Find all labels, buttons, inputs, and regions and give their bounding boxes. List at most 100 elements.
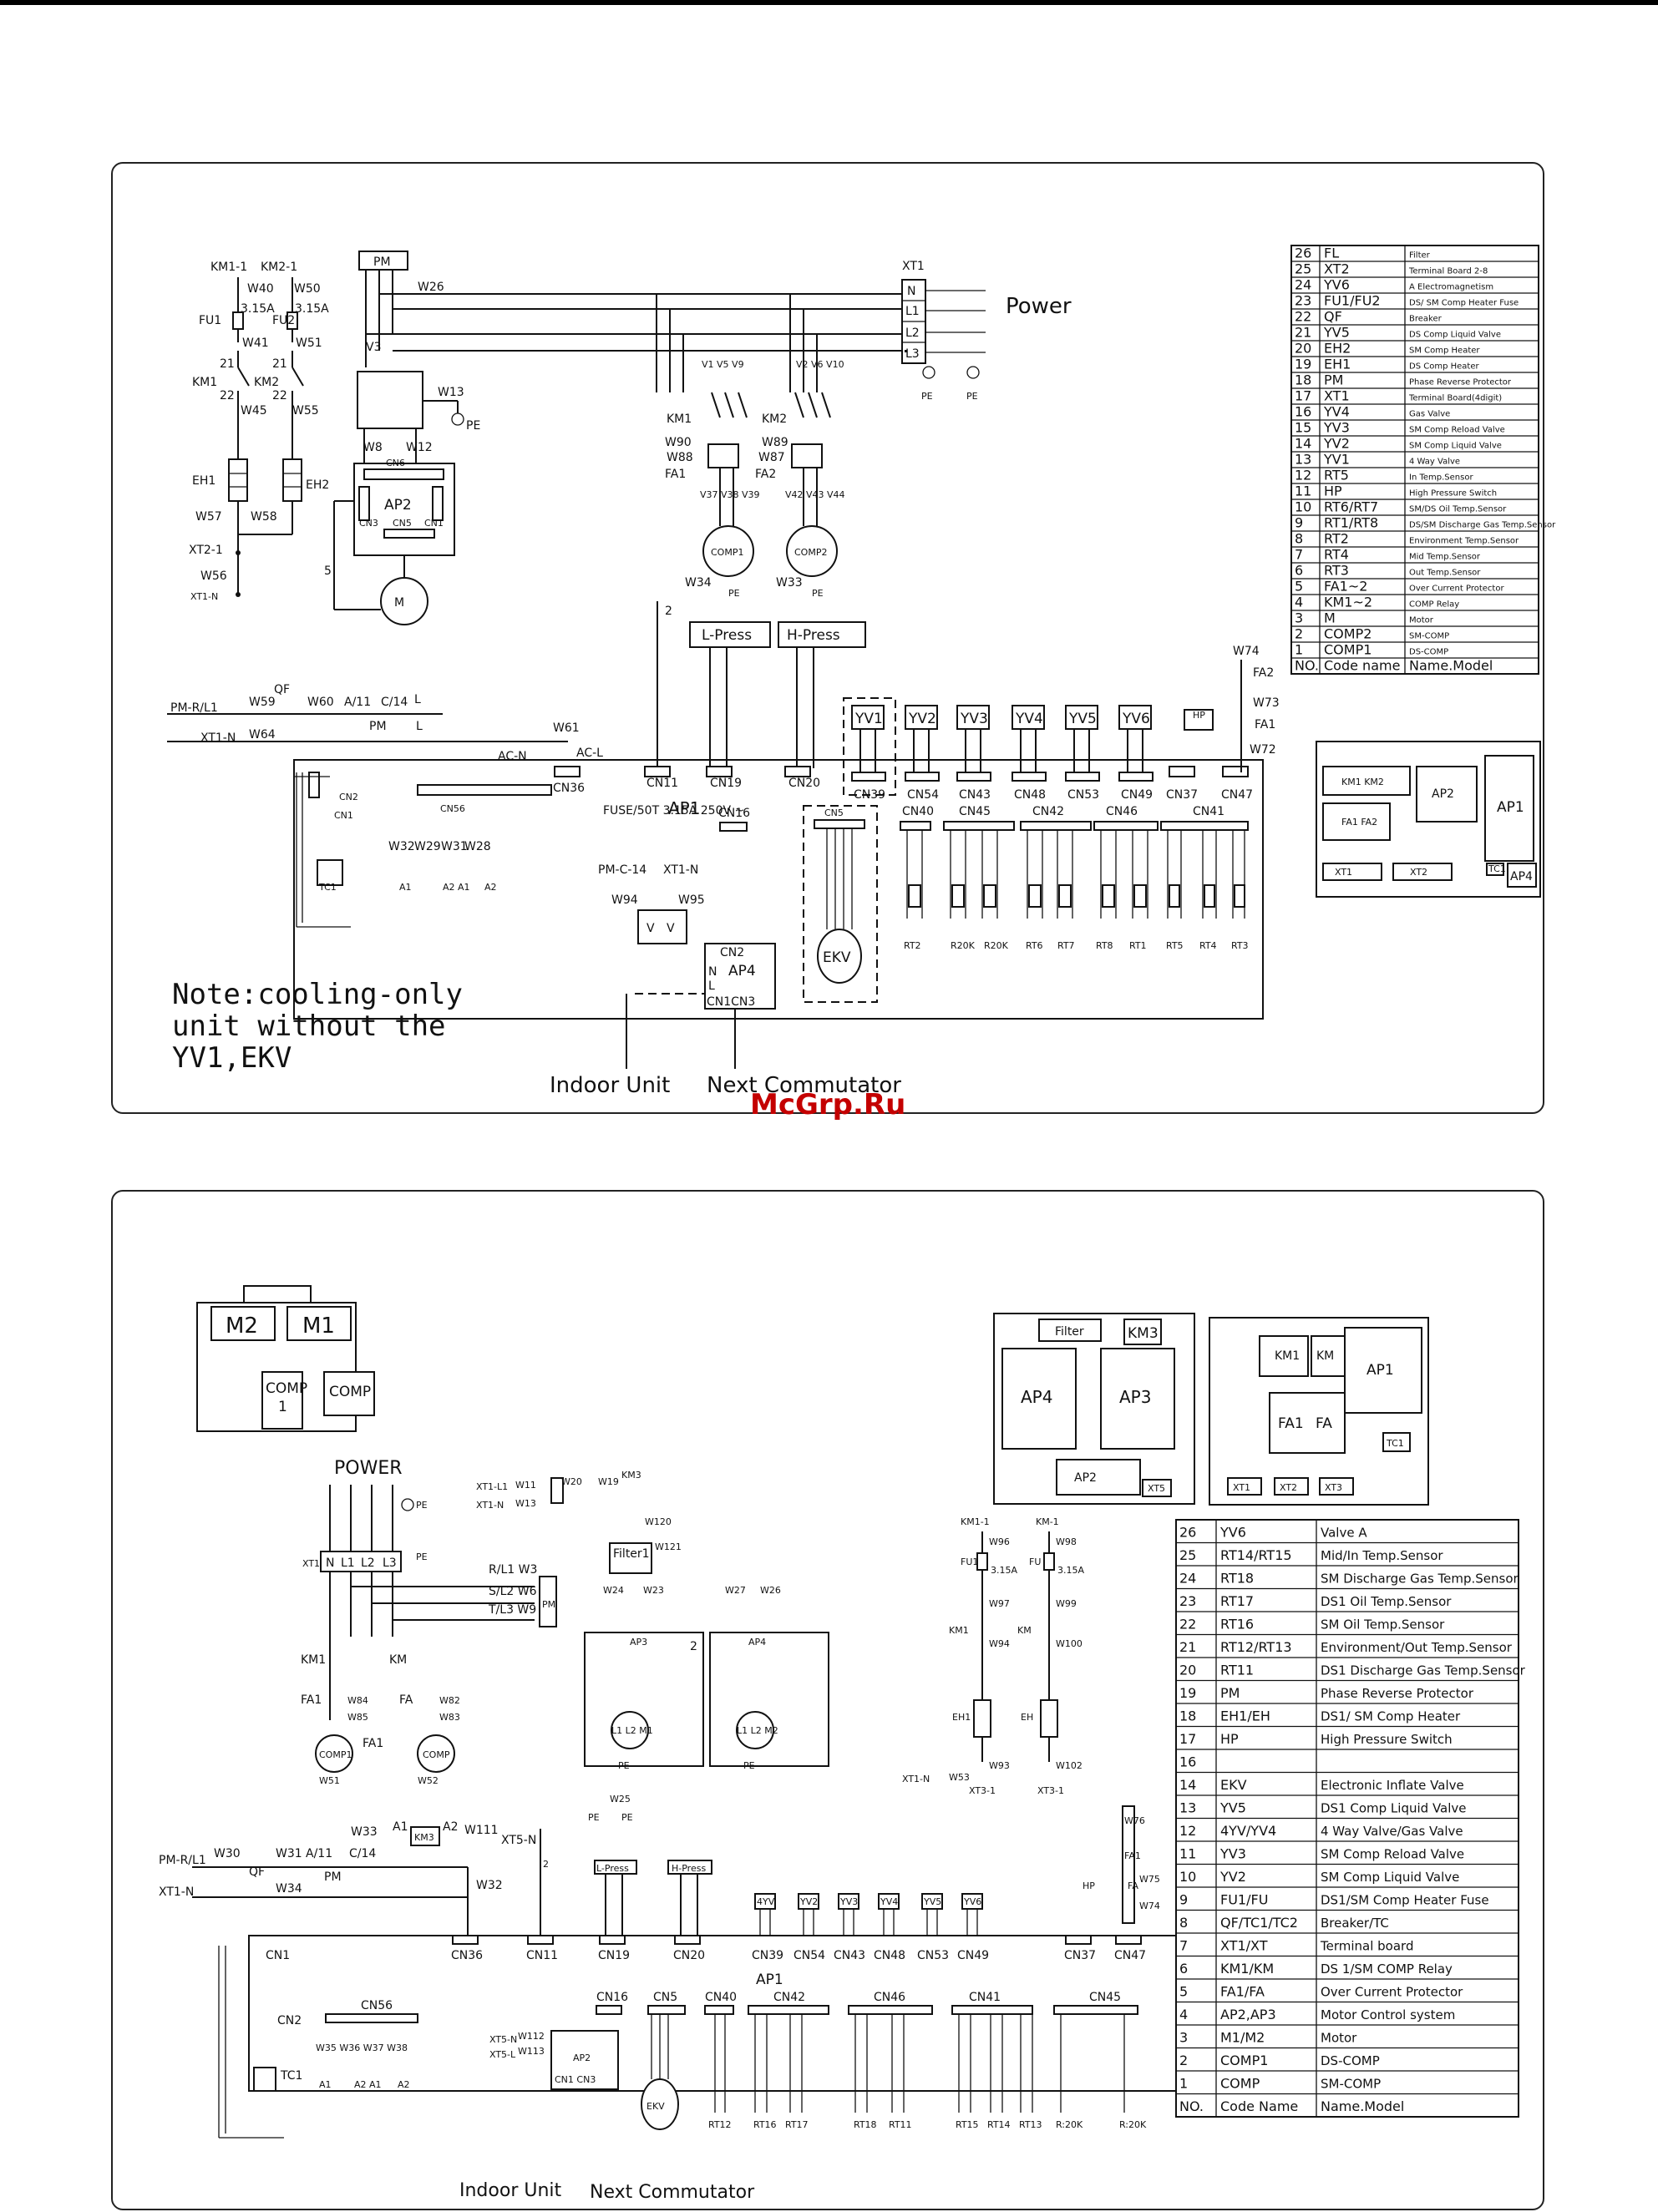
svg-text:AP4: AP4 [748,1637,766,1648]
svg-text:KM: KM [1017,1625,1032,1636]
svg-text:W24: W24 [603,1585,624,1596]
svg-text:PM: PM [369,720,387,733]
svg-text:CN36: CN36 [451,1949,483,1962]
legend1-header-1: Code name [1324,657,1400,673]
legend2-cell-19-1: KM1/KM [1220,1961,1274,1977]
legend2-cell-1-1: RT14/RT15 [1220,1547,1292,1563]
eh1-label: EH1 [192,474,215,488]
svg-text:KM1: KM1 [301,1653,326,1667]
xt5-label: XT5 [1148,1483,1165,1494]
legend1-cell-18-0: 8 [1295,530,1303,546]
svg-text:1: 1 [278,1399,287,1415]
svg-text:CN19: CN19 [598,1949,630,1962]
legend1-cell-20-0: 6 [1295,562,1303,578]
svg-text:L3: L3 [905,347,920,361]
svg-text:PE: PE [743,1760,755,1771]
legend2-cell-19-0: 6 [1179,1961,1188,1977]
svg-text:RT16: RT16 [753,2119,777,2130]
svg-text:PE: PE [812,588,824,599]
svg-text:RT12: RT12 [708,2119,732,2130]
legend1-cell-22-0: 4 [1295,594,1303,610]
svg-text:CN1: CN1 [424,518,444,529]
legend2-cell-15-1: YV2 [1219,1869,1246,1885]
l-press-label-2: L-Press [596,1863,629,1874]
svg-text:CN48: CN48 [874,1949,905,1962]
svg-text:R20K: R20K [984,940,1009,951]
svg-text:RT13: RT13 [1019,2119,1042,2130]
svg-text:W12: W12 [406,441,433,454]
legend1-cell-6-0: 20 [1295,340,1311,356]
svg-text:FU: FU [1029,1556,1041,1567]
svg-text:KM2: KM2 [254,376,279,389]
legend2-cell-2-2: SM Discharge Gas Temp.Sensor [1321,1572,1519,1587]
comp1-label: COMP1 [711,547,743,558]
svg-text:W51: W51 [319,1775,340,1786]
legend1-cell-8-1: PM [1324,372,1343,387]
svg-text:FA1: FA1 [301,1693,322,1707]
svg-text:FA2: FA2 [755,468,776,481]
svg-text:W33: W33 [776,576,803,590]
legend1-cell-0-0: 26 [1295,245,1311,261]
legend2-cell-7-2: Phase Reverse Protector [1321,1686,1474,1701]
svg-text:CN49: CN49 [1121,788,1153,802]
svg-text:W50: W50 [294,282,321,296]
component-layout-1: KM1 KM2 AP2 AP1 FA1 FA2 XT1 XT2 TC1 AP4 [1316,741,1541,898]
legend1-cell-9-0: 17 [1295,387,1311,403]
legend1-cell-14-1: RT5 [1324,467,1349,483]
legend1-cell-12-2: SM Comp Liquid Valve [1409,441,1502,450]
pressure-switches-2: L-Press H-Press [594,1860,712,1936]
note-line-2: unit without the [172,1010,446,1043]
pm-pe-label: PE [466,419,480,433]
svg-text:KM: KM [389,1653,407,1667]
svg-text:W20: W20 [561,1476,582,1487]
ap1-board: PM-R/L1 W59 QF W60 A/11 C/14 L PM L XT1-… [167,350,1264,1020]
svg-text:YV4: YV4 [880,1896,898,1907]
svg-text:PE: PE [921,391,933,402]
svg-text:XT2-1: XT2-1 [189,544,223,557]
svg-text:W45: W45 [241,404,267,418]
svg-text:3.15A: 3.15A [241,302,275,316]
svg-text:KM2-1: KM2-1 [261,261,297,274]
svg-text:W30: W30 [214,1847,241,1860]
legend1-cell-2-0: 24 [1295,276,1311,292]
diagram-2: M2 M1 COMP 1 COMP Filter KM3 AP4 AP3 AP2… [159,1285,1526,2203]
svg-text:PE: PE [966,391,978,402]
legend2-cell-2-0: 24 [1179,1571,1196,1587]
pm-motor-block: PM W26 V3 W13 PE CN6 AP2 CN3 CN5 CN1 [324,251,915,625]
svg-text:XT1: XT1 [1335,867,1352,878]
svg-text:COMP: COMP [266,1380,307,1397]
legend2-cell-3-1: RT17 [1220,1593,1254,1609]
legend1-cell-9-1: XT1 [1324,387,1350,403]
svg-text:W34: W34 [276,1882,302,1896]
legend1-cell-4-2: Breaker [1409,314,1443,323]
diagram-panel-2 [111,1190,1544,2210]
svg-text:W55: W55 [292,404,319,418]
legend2-cell-23-1: COMP1 [1220,2053,1268,2068]
heater-branch-2: KM1-1 KM-1 W96 W98 FU1 FU 3.15A 3.15A W9… [902,1516,1084,1796]
svg-text:W33: W33 [351,1825,378,1839]
legend2-cell-5-0: 21 [1179,1639,1196,1655]
legend1-cell-2-1: YV6 [1323,276,1350,292]
svg-text:CN42: CN42 [1032,805,1064,818]
svg-text:22: 22 [272,389,287,402]
svg-text:AP1: AP1 [1497,799,1524,816]
svg-text:L: L [708,979,715,993]
legend2-cell-18-0: 7 [1179,1938,1188,1954]
legend2-cell-10-0: 16 [1179,1754,1196,1770]
legend1-cell-13-2: 4 Way Valve [1409,457,1460,466]
svg-text:W111: W111 [464,1824,499,1837]
svg-text:2: 2 [665,605,672,618]
ap1-label-2: AP1 [756,1972,783,1988]
legend2-cell-4-2: SM Oil Temp.Sensor [1321,1617,1445,1632]
legend1-cell-3-1: FU1/FU2 [1324,292,1381,308]
legend1-cell-12-0: 14 [1295,435,1311,451]
legend1-cell-22-1: KM1~2 [1324,594,1372,610]
legend1-cell-20-2: Out Temp.Sensor [1409,568,1481,577]
svg-text:W93: W93 [989,1760,1010,1771]
legend1-cell-6-2: SM Comp Heater [1409,346,1480,355]
svg-text:CN46: CN46 [1106,805,1138,818]
svg-text:CN40: CN40 [705,1991,737,2004]
svg-text:W75: W75 [1139,1874,1160,1885]
sensor-groups-1: CN40 CN45 CN42 CN46 CN41 [900,805,1249,951]
l-press-label: L-Press [702,627,752,644]
